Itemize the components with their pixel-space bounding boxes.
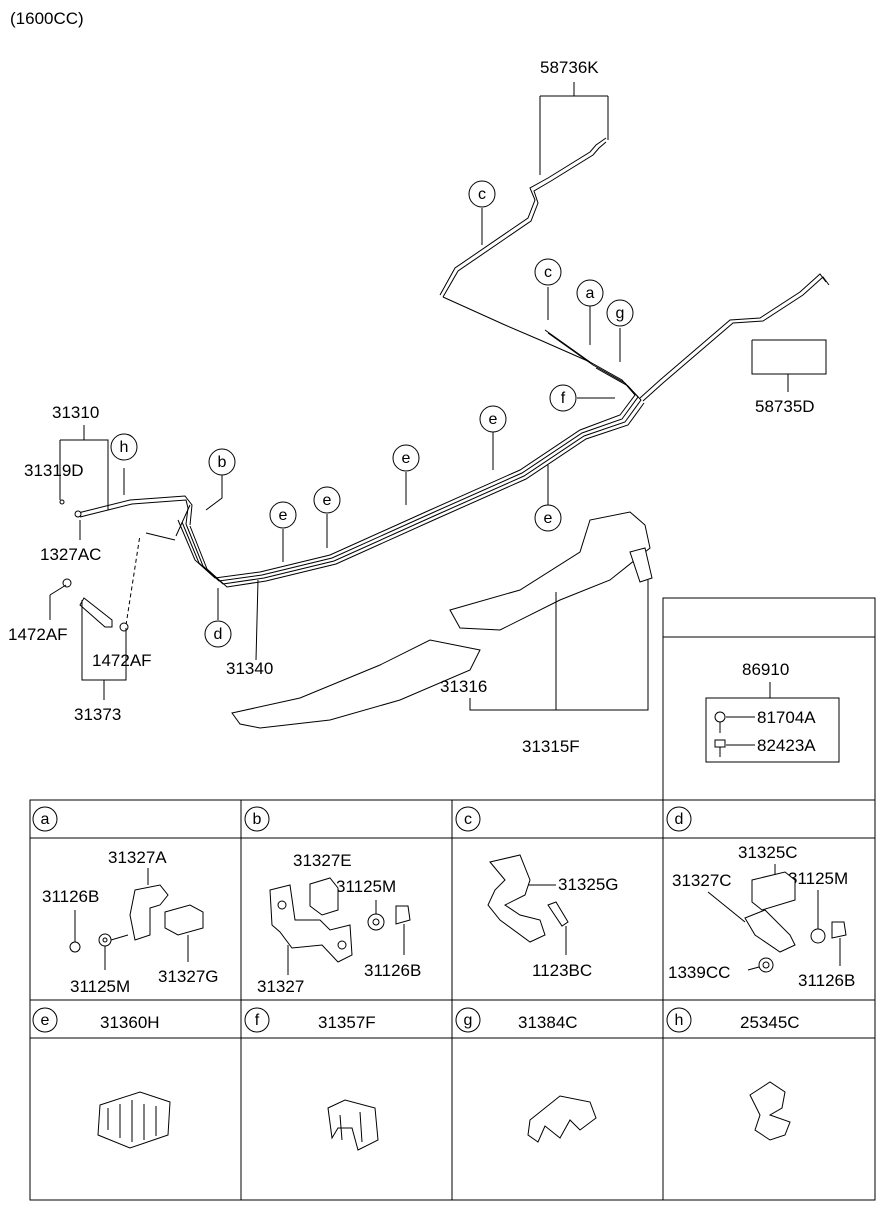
clip-h-drawing [749,1081,791,1141]
detail-headers-row2: e 31360H f 31357F g 31384C h 25345C [32,1007,800,1033]
svg-text:31327G: 31327G [158,967,219,986]
svg-text:g: g [464,1012,473,1029]
callout-e: e [534,504,562,532]
bolt-icon [714,739,726,757]
svg-text:31327E: 31327E [293,851,352,870]
callout-e: e [392,444,420,472]
leader-lines [49,82,827,711]
clip-e-drawing [97,1091,171,1149]
callout-c: c [534,258,562,286]
clip-f-drawing [327,1099,379,1151]
part-labels: 58736K 58735D 31310 31319D 1327AC 1472AF… [8,58,815,756]
engine-label: (1600CC) [10,9,84,28]
svg-text:e: e [489,411,498,428]
svg-text:31125M: 31125M [70,977,130,996]
part-label: 31315F [522,737,580,756]
svg-text:c: c [464,811,472,828]
svg-text:e: e [323,492,332,509]
skid-plates [231,511,653,729]
svg-text:a: a [41,811,50,828]
part-label: 58736K [540,58,599,77]
svg-text:31125M: 31125M [788,869,848,888]
part-label: 31310 [52,403,99,422]
svg-text:31126B: 31126B [42,887,99,906]
detail-grid [29,799,876,1201]
detail-b: 31327E 31125M 31327 31126B [257,851,421,996]
svg-text:c: c [478,186,486,203]
svg-text:b: b [253,811,262,828]
part-label: 1472AF [92,651,152,670]
part-label: 31319D [24,461,84,480]
svg-text:f: f [561,390,566,407]
callout-e: e [479,405,507,433]
svg-text:31126B: 31126B [364,961,421,980]
callout-b: b [208,448,236,476]
svg-text:b: b [218,454,227,471]
svg-text:f: f [255,1012,260,1029]
callout-h: h [110,433,138,461]
svg-text:31325C: 31325C [738,843,798,862]
svg-text:31360H: 31360H [100,1013,160,1032]
svg-text:d: d [675,811,684,828]
svg-text:31357F: 31357F [318,1013,376,1032]
svg-text:e: e [544,510,553,527]
svg-text:1339CC: 1339CC [668,963,730,982]
svg-text:d: d [214,626,223,643]
clip-g-drawing [527,1095,597,1143]
svg-text:31327C: 31327C [672,871,732,890]
detail-headers-row1: a b c d [32,806,692,832]
callout-markers: c c a g f e e e e e h b d [110,180,634,648]
svg-text:31325G: 31325G [558,875,619,894]
part-label: 31316 [440,677,487,696]
callout-e: e [313,486,341,514]
svg-text:a: a [586,285,595,302]
kit-item: 81704A [757,708,816,727]
callout-f: f [549,384,577,412]
svg-text:e: e [402,450,411,467]
svg-text:25345C: 25345C [740,1013,800,1032]
part-label: 58735D [755,397,815,416]
svg-text:31125M: 31125M [336,877,396,896]
kit-item: 82423A [757,736,816,755]
svg-text:c: c [544,264,552,281]
svg-text:e: e [41,1012,50,1029]
svg-text:e: e [279,507,288,524]
callout-d: d [204,620,232,648]
callout-c: c [468,180,496,208]
part-label: 1327AC [40,545,101,564]
svg-text:31126B: 31126B [798,971,855,990]
part-label: 1472AF [8,625,68,644]
detail-d: 31325C 31327C 31125M 1339CC 31126B [668,843,855,990]
svg-text:31327: 31327 [257,977,304,996]
detail-c: 31325G 1123BC [487,854,619,980]
screw-icon [714,711,726,733]
callout-a: a [576,279,604,307]
part-label: 31373 [74,705,121,724]
fuel-line-assembly [59,137,830,632]
callout-g: g [606,299,634,327]
svg-text:31384C: 31384C [518,1013,578,1032]
detail-a: 31327A 31126B 31125M 31327G [42,848,219,996]
svg-text:1123BC: 1123BC [532,961,592,980]
svg-text:g: g [616,305,625,322]
svg-text:h: h [675,1012,684,1029]
part-label: 31340 [226,659,273,678]
svg-text:h: h [120,439,129,456]
kit-box: 86910 81704A 82423A [662,597,876,801]
kit-number: 86910 [742,660,789,679]
svg-text:31327A: 31327A [108,848,167,867]
callout-e: e [269,501,297,529]
